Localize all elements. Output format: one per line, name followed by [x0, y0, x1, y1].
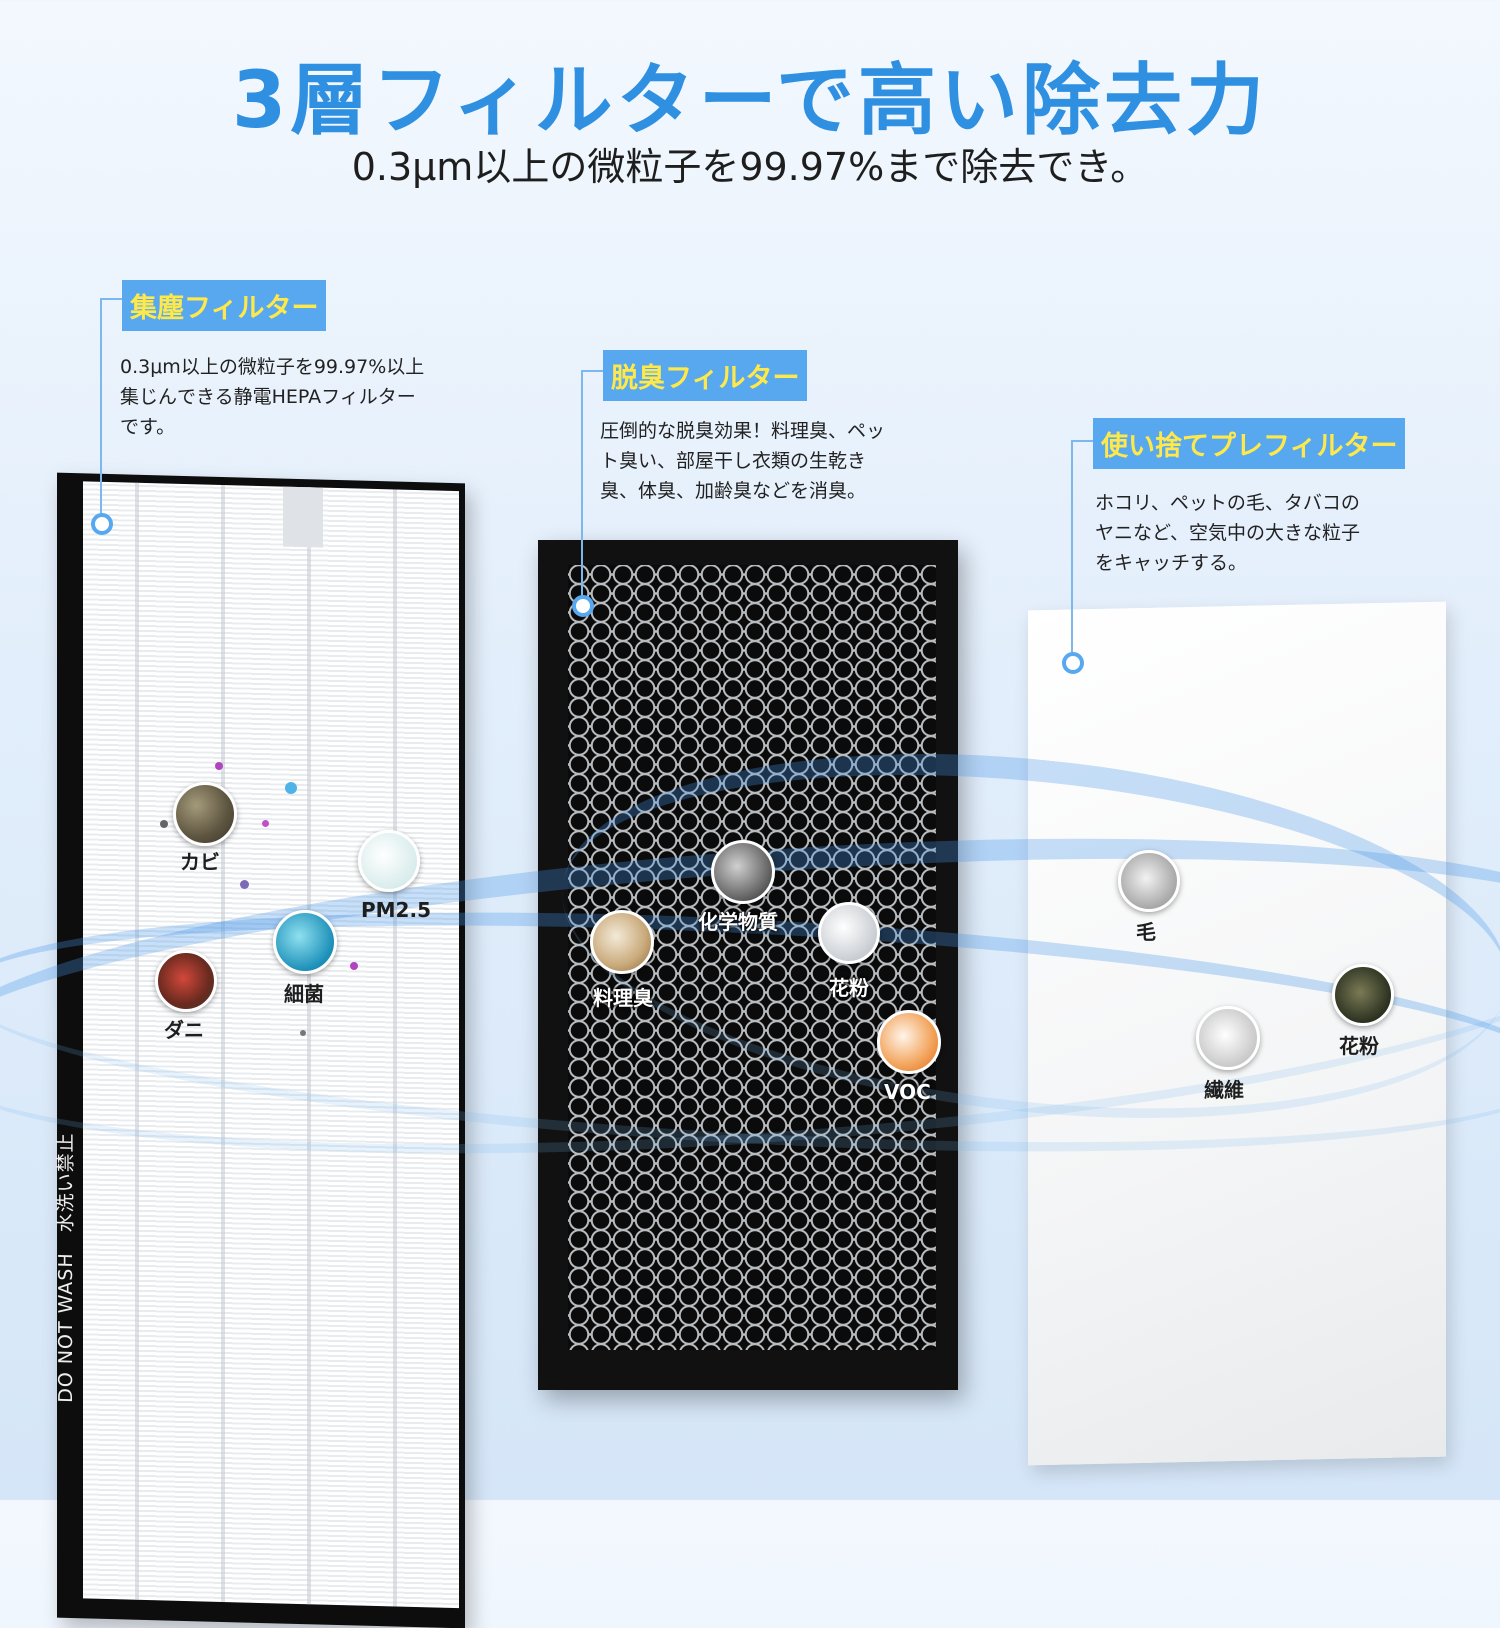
particle-dot: [350, 962, 358, 970]
carbon-filter-image: [538, 540, 958, 1390]
voc-icon: [877, 1010, 941, 1074]
particle-label: ダニ: [164, 1018, 204, 1042]
callout-dot: [91, 513, 113, 535]
callout-dot: [572, 595, 594, 617]
filter-desc-deodorize: 圧倒的な脱臭効果！料理臭、ペッ ト臭い、部屋干し衣類の生乾き 臭、体臭、加齢臭な…: [600, 420, 886, 502]
particle-label: 繊維: [1204, 1078, 1244, 1102]
particle-label: VOC: [884, 1080, 931, 1104]
particle-label: 料理臭: [593, 986, 653, 1010]
filter-desc-dust: 0.3μm以上の微粒子を99.97%以上 集じんできる静電HEPAフィルター で…: [120, 356, 425, 438]
filter-tag-deodorize: 脱臭フィルター: [603, 350, 808, 401]
page-title: 3層フィルターで高い除去力: [231, 56, 1269, 146]
hair-icon: [1118, 850, 1180, 912]
mold-icon: [173, 782, 237, 846]
leader-line: [100, 298, 124, 518]
mite-icon: [155, 950, 217, 1012]
filter-tag-dust: 集塵フィルター: [122, 280, 327, 331]
particle-label: 毛: [1136, 920, 1156, 944]
particle-dot: [240, 880, 249, 889]
page-subtitle: 0.3μm以上の微粒子を99.97%まで除去でき。: [351, 145, 1149, 189]
fiber-icon: [1196, 1006, 1260, 1070]
particle-label: 化学物質: [698, 910, 778, 934]
callout-dot: [1062, 652, 1084, 674]
particle-label: カビ: [180, 850, 220, 874]
leader-line: [1071, 440, 1095, 657]
particle-dot: [160, 820, 168, 828]
cooking-odor-icon: [590, 910, 654, 974]
pm25-icon: [358, 830, 420, 892]
particle-label: 細菌: [284, 982, 324, 1006]
filter-desc-prefilter: ホコリ、ペットの毛、タバコの ヤニなど、空気中の大きな粒子 をキャッチする。: [1095, 492, 1361, 574]
particle-dot: [300, 1030, 306, 1036]
particle-label: 花粉: [829, 976, 869, 1000]
particle-dot: [215, 762, 223, 770]
bacteria-icon: [273, 910, 337, 974]
particle-label: PM2.5: [361, 898, 431, 922]
pollen-icon: [818, 902, 880, 964]
pollen-icon: [1332, 964, 1394, 1026]
particle-dot: [262, 820, 269, 827]
particle-label: 花粉: [1339, 1034, 1379, 1058]
filter-tag-prefilter: 使い捨てプレフィルター: [1093, 418, 1406, 469]
particle-dot: [285, 782, 297, 794]
chemical-icon: [711, 840, 775, 904]
leader-line: [581, 370, 605, 600]
